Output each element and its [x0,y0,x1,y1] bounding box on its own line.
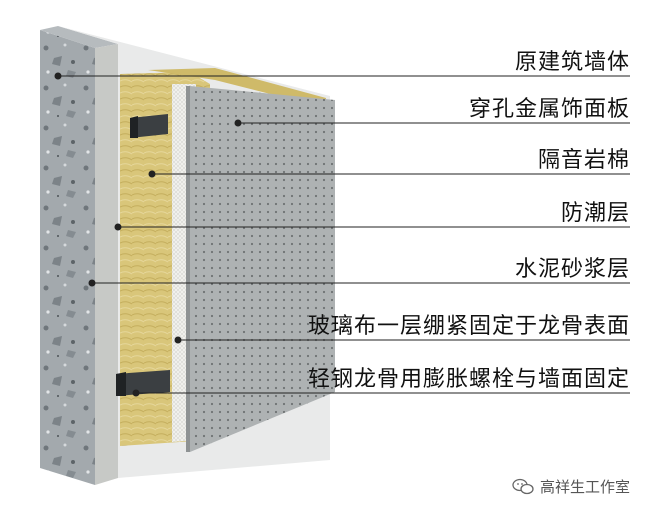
steel-keel-top [130,114,168,138]
watermark: 高祥生工作室 [512,476,630,497]
watermark-text: 高祥生工作室 [539,478,630,496]
label-moisture: 防潮层 [560,201,630,226]
concrete-wall [40,30,95,485]
label-mortar: 水泥砂浆层 [514,257,630,282]
label-panel: 穿孔金属饰面板 [468,97,630,122]
steel-keel-bottom [116,370,170,396]
label-glass: 玻璃布一层绷紧固定于龙骨表面 [307,314,630,339]
label-wall: 原建筑墙体 [514,50,630,75]
label-wool: 隔音岩棉 [537,148,630,173]
mortar-layer [95,44,118,485]
perforated-panel [190,86,335,452]
wechat-icon [512,478,534,494]
label-keel: 轻钢龙骨用膨胀螺栓与墙面固定 [307,367,630,392]
